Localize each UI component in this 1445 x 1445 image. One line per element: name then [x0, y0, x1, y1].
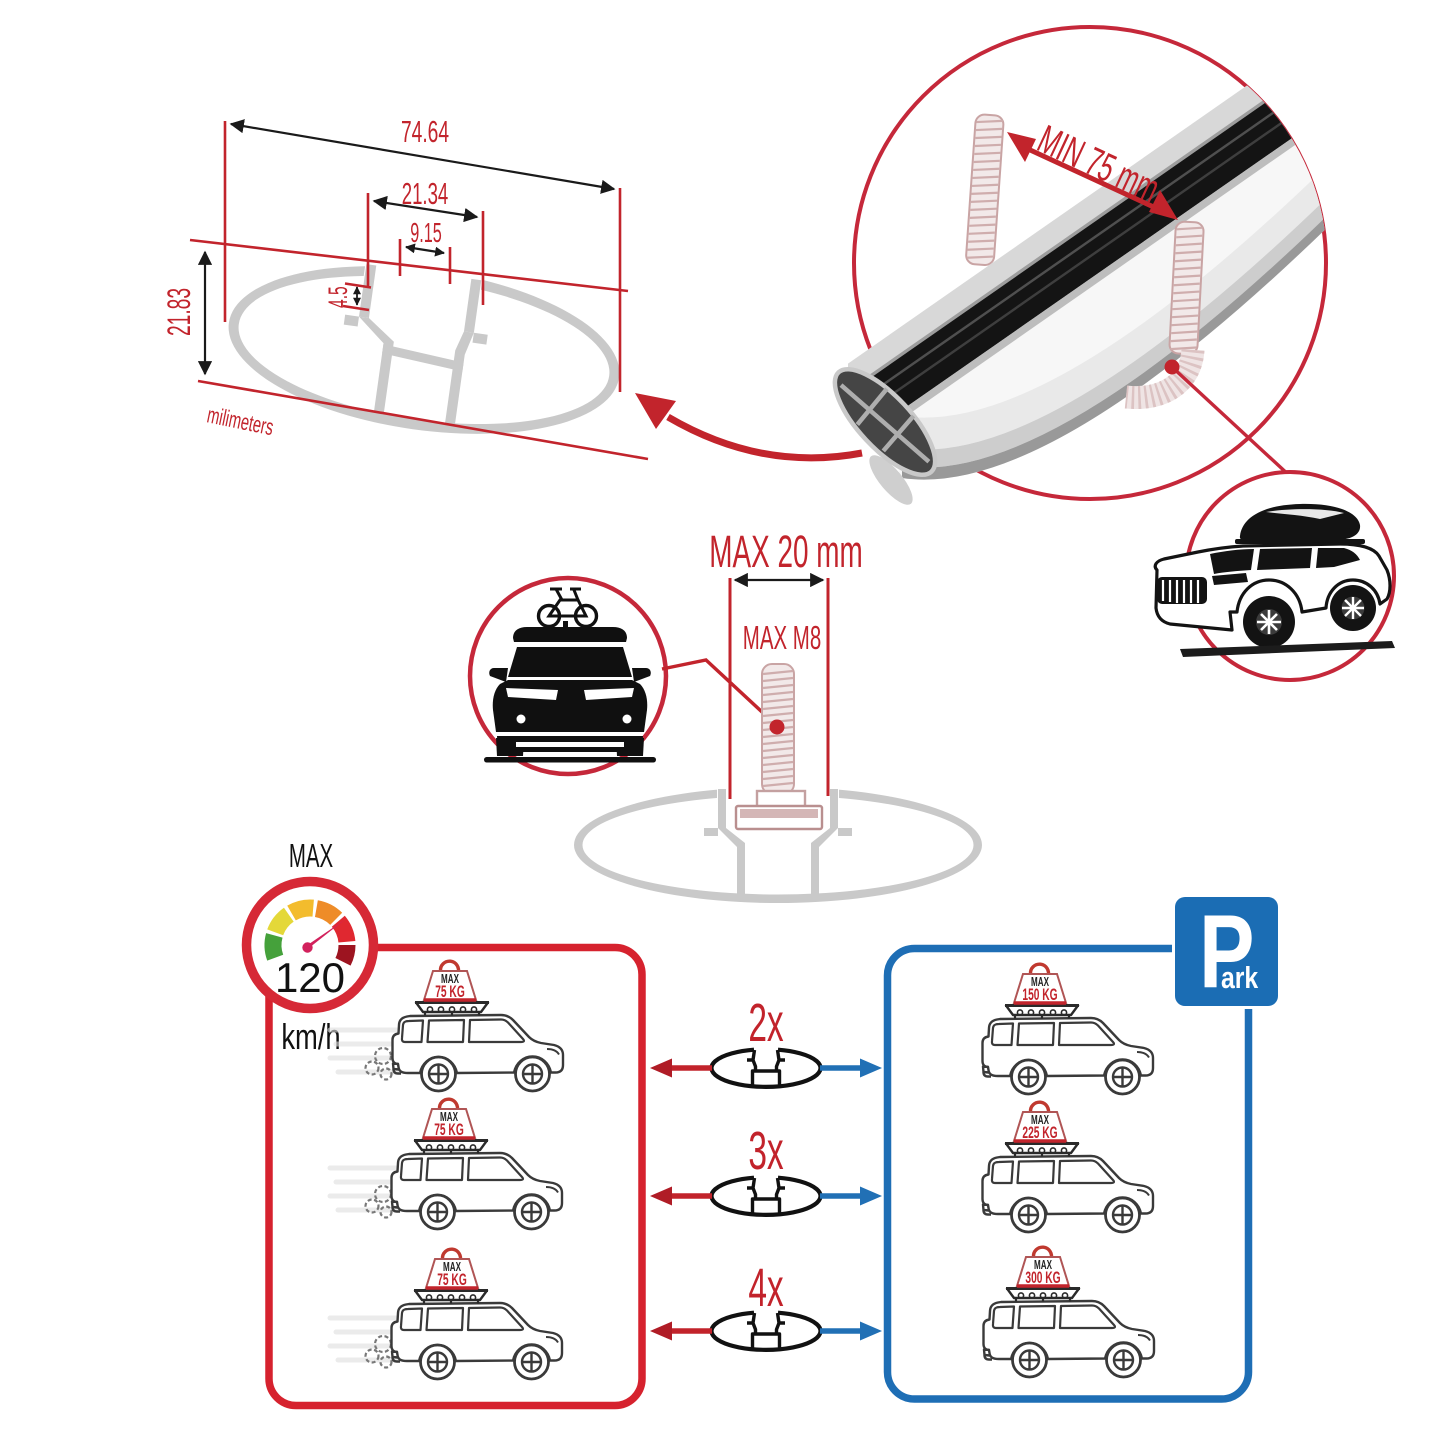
svg-text:P: P [1199, 893, 1254, 1009]
svg-text:4.5: 4.5 [323, 286, 354, 308]
svg-text:km/h: km/h [281, 1016, 340, 1057]
svg-text:75 KG: 75 KG [434, 1121, 464, 1139]
svg-text:milimeters: milimeters [205, 403, 276, 441]
svg-text:9.15: 9.15 [410, 216, 442, 248]
svg-text:MAX: MAX [440, 1110, 458, 1124]
svg-text:75 KG: 75 KG [437, 1271, 467, 1289]
svg-text:21.83: 21.83 [161, 288, 197, 336]
svg-text:MAX M8: MAX M8 [743, 619, 821, 656]
svg-text:ark: ark [1221, 960, 1259, 994]
svg-text:150 KG: 150 KG [1022, 986, 1057, 1004]
svg-text:MAX 20 mm: MAX 20 mm [709, 526, 862, 576]
svg-text:74.64: 74.64 [401, 116, 449, 150]
svg-text:225 KG: 225 KG [1022, 1124, 1057, 1142]
svg-text:MAX: MAX [1031, 975, 1049, 989]
svg-text:120: 120 [275, 954, 345, 1001]
svg-text:MAX: MAX [1031, 1113, 1049, 1127]
svg-text:MAX: MAX [289, 837, 333, 874]
svg-text:MAX: MAX [443, 1260, 461, 1274]
svg-text:3x: 3x [748, 1120, 783, 1181]
svg-text:21.34: 21.34 [402, 177, 449, 211]
svg-text:4x: 4x [748, 1257, 783, 1318]
svg-text:MAX: MAX [1034, 1258, 1052, 1272]
svg-text:75 KG: 75 KG [435, 983, 465, 1001]
svg-text:2x: 2x [748, 992, 783, 1053]
svg-text:MAX: MAX [441, 972, 459, 986]
svg-text:300 KG: 300 KG [1025, 1269, 1060, 1287]
